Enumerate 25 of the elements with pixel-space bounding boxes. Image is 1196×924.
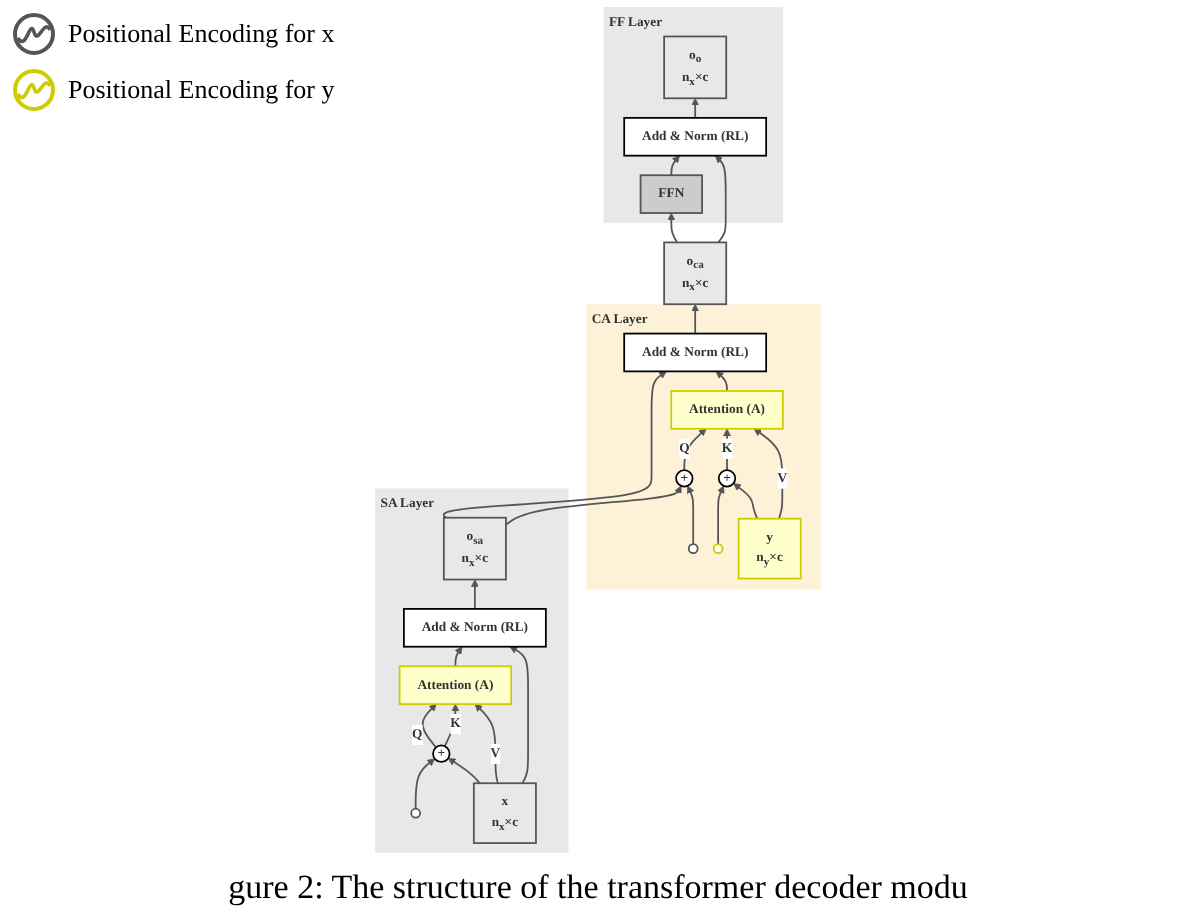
node-circle: [712, 543, 724, 554]
legend-text: Positional Encoding for x: [68, 18, 335, 50]
arrow: [691, 303, 700, 335]
arrow: [414, 758, 436, 810]
arrow: [715, 155, 727, 244]
arrow: [691, 97, 700, 119]
arrow: [474, 703, 499, 785]
arrow: [471, 579, 479, 610]
arrow: [421, 703, 437, 749]
arrow: [442, 371, 667, 519]
legend-text: Positional Encoding for y: [68, 74, 335, 106]
arrow: [667, 212, 679, 244]
arrow: [715, 371, 728, 392]
node-circle: [687, 543, 699, 554]
figure-caption: gure 2: The structure of the transformer decoder modu: [226, 868, 970, 908]
arrow: [733, 483, 759, 520]
arrow: [753, 428, 784, 520]
arrow: [670, 155, 680, 177]
arrow: [717, 485, 725, 546]
arrow: [687, 485, 695, 546]
arrow: [505, 485, 682, 526]
arrow: [447, 757, 481, 785]
arrow: [454, 646, 463, 668]
node-circle: [410, 807, 422, 819]
arrow: [509, 646, 530, 785]
